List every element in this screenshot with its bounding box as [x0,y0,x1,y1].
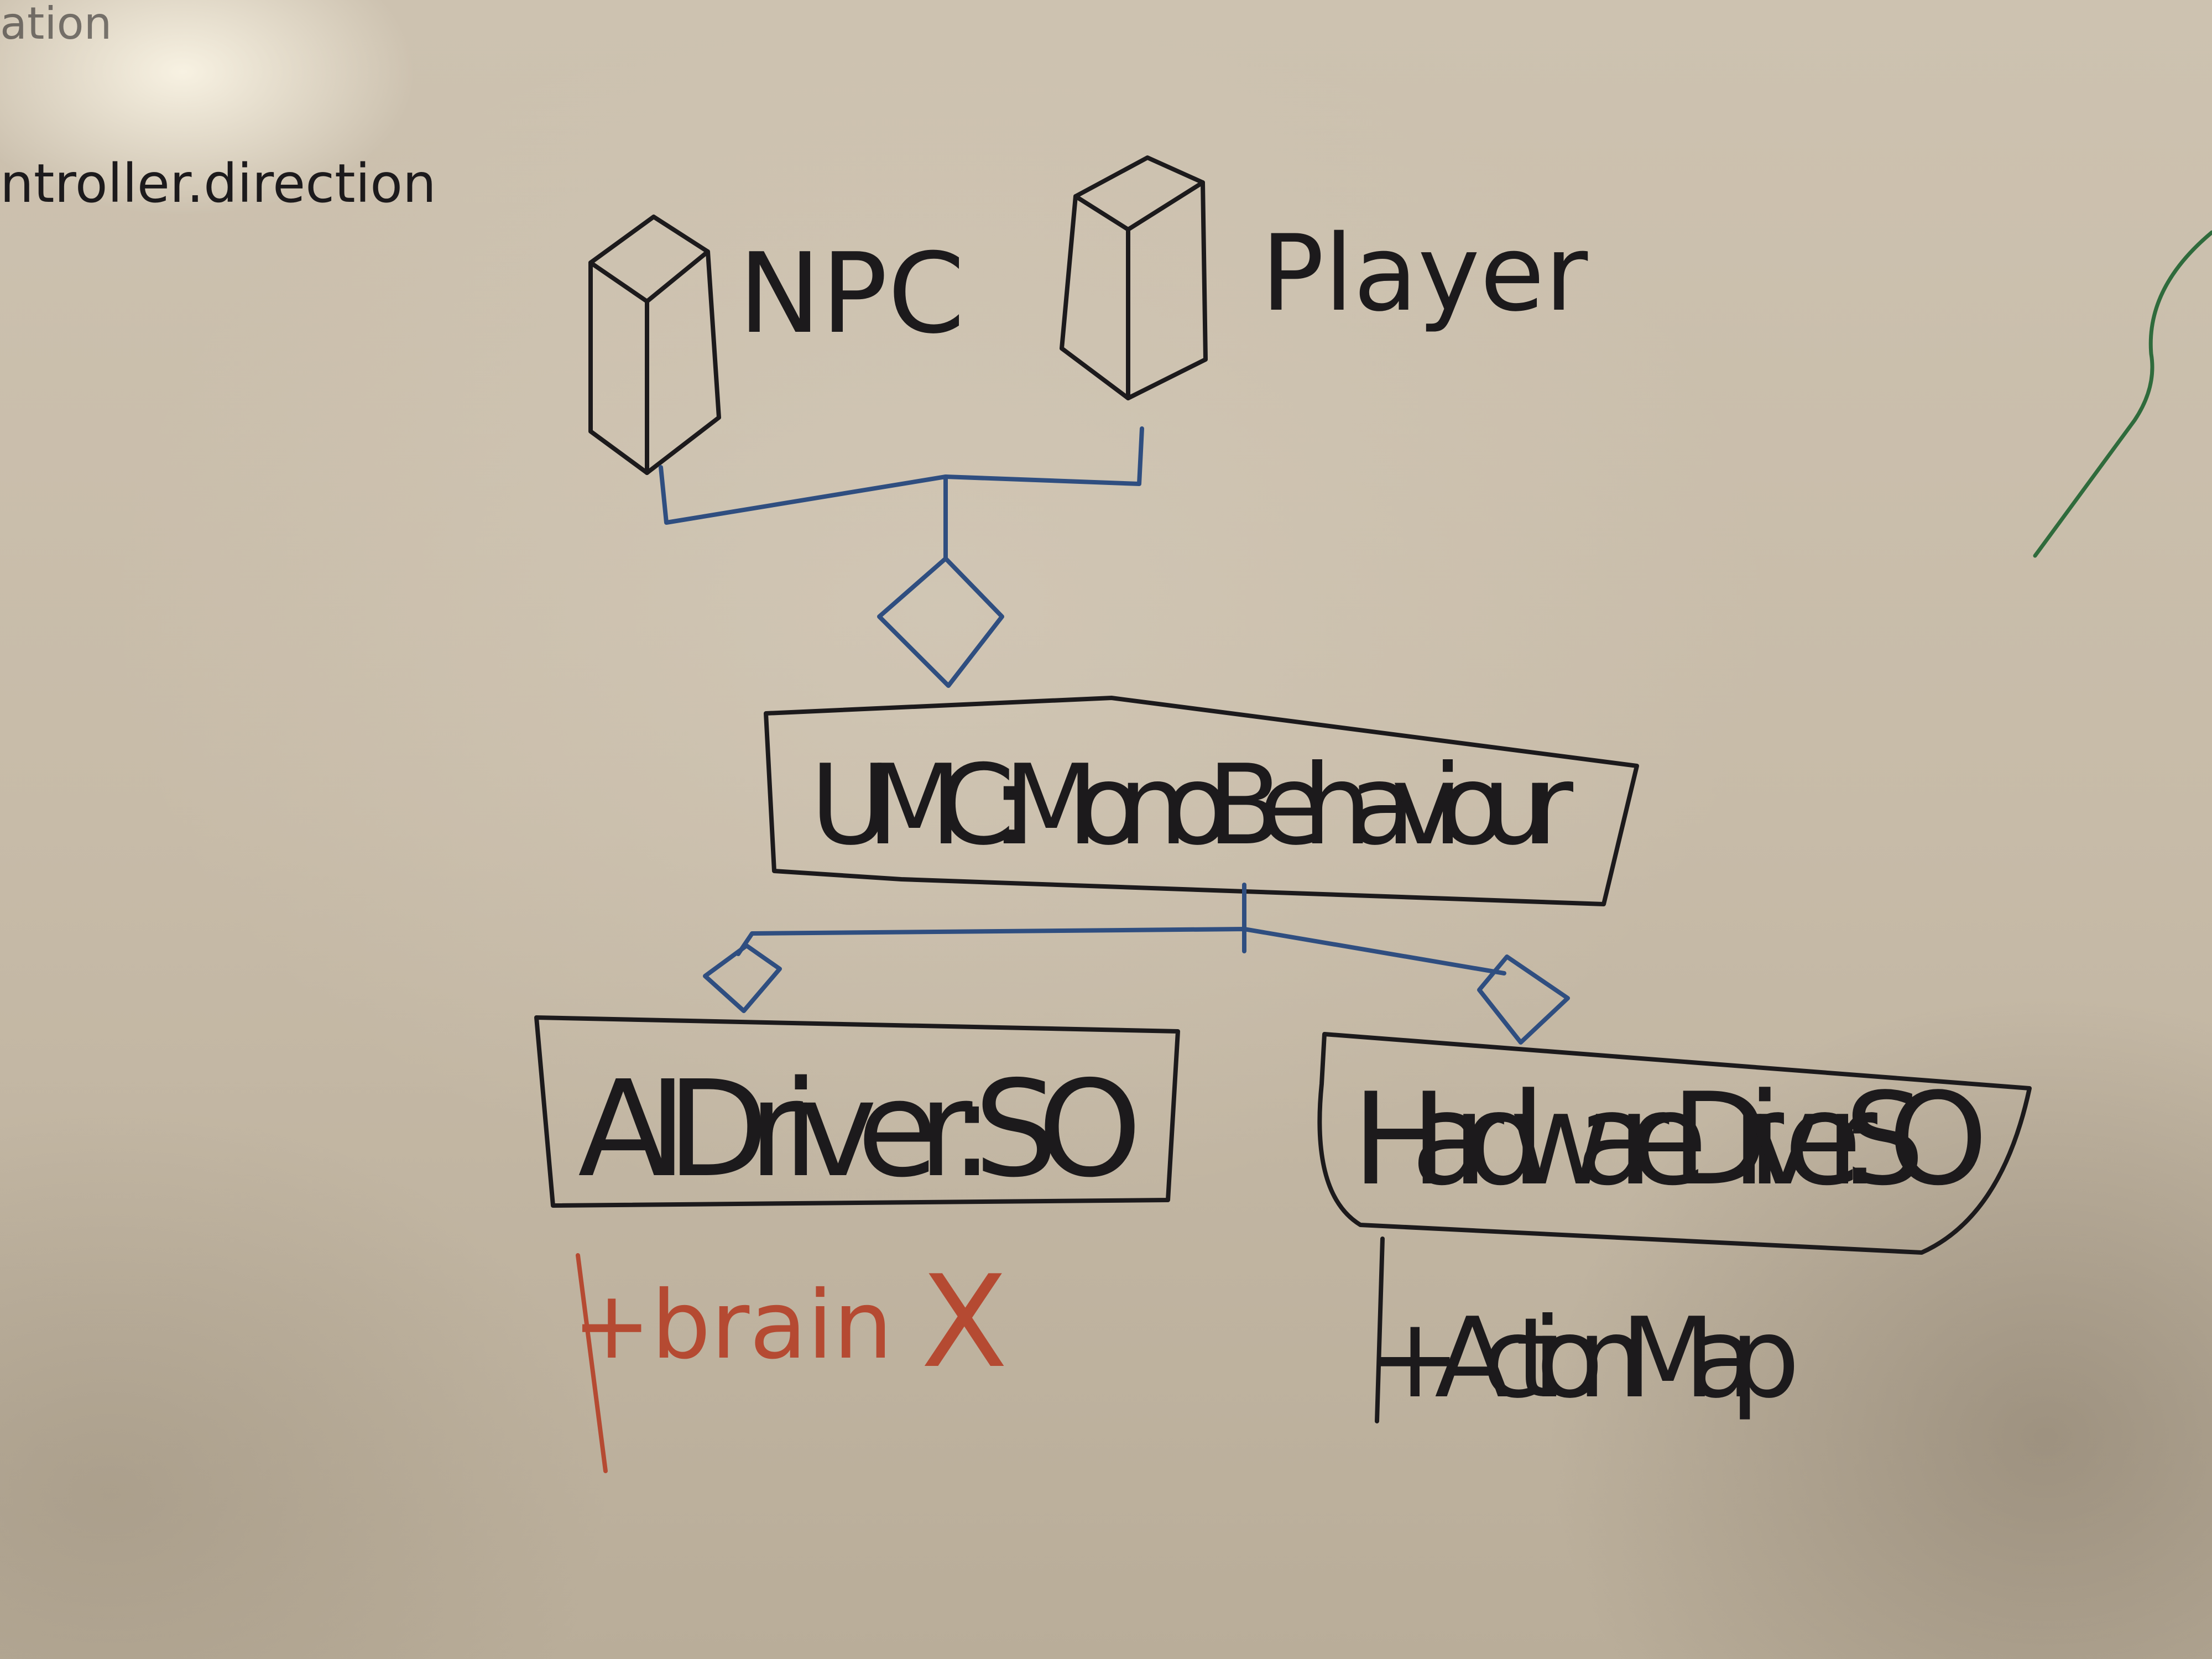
ai-field-stroke [576,1253,608,1473]
ai-field-label: +brain [572,1271,893,1380]
ai-driver-label: AIDriver:SO [578,1052,1142,1207]
hardware-field-stroke [1375,1237,1385,1423]
npc-cuboid-icon [588,215,721,475]
umc-drivers-connector [703,883,1570,1045]
green-scribble [2033,230,2212,558]
partial-side-text: ntroller.direction [0,153,436,215]
hardware-field-label: +ActionMap [1369,1294,1800,1423]
umc-box [764,696,1639,906]
npc-player-connector [659,426,1144,688]
partial-top-text: ation [0,0,112,49]
ai-driver-box [534,1015,1180,1208]
hardware-driver-box [1317,1032,2032,1255]
npc-label: NPC [738,229,965,358]
hardware-driver-label: HardwareDriver:SO [1352,1066,1988,1214]
umc-label: UMC:MonoBehaviour [810,741,1574,870]
ai-mark: X [921,1249,1008,1396]
player-label: Player [1261,212,1588,335]
player-cuboid-icon [1060,155,1208,400]
